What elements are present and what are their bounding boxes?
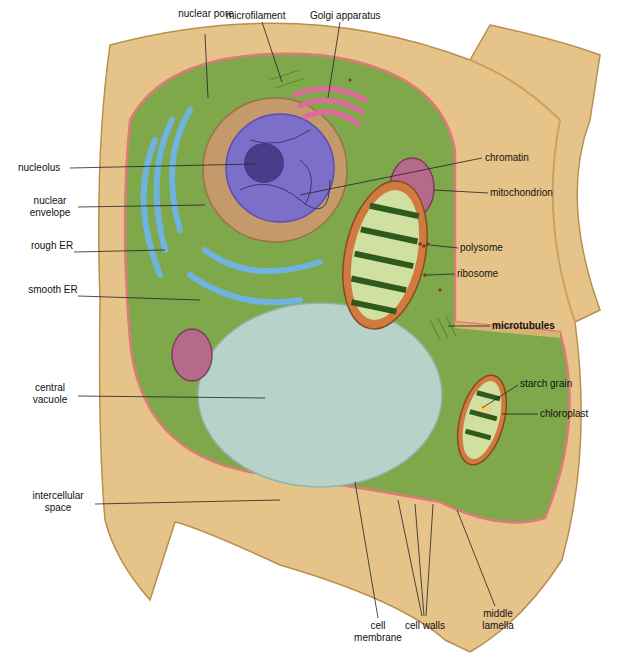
ribosome (423, 273, 427, 277)
part-label: mitochondrion (490, 187, 580, 199)
microtubule (430, 320, 440, 340)
part-label: smooth ER (28, 284, 78, 296)
mitochondrion (172, 329, 212, 381)
part-label: microfilament (226, 10, 306, 22)
nucleolus (244, 143, 284, 183)
er-cisterna (190, 275, 300, 302)
ribosome (439, 289, 442, 292)
leader-line (262, 22, 282, 82)
chloroplast-envelope (330, 173, 439, 336)
part-label: chromatin (485, 152, 565, 164)
part-label: starch grain (520, 378, 610, 390)
part-label: polysome (460, 242, 530, 254)
part-label: Golgi apparatus (310, 10, 400, 22)
part-label: cell membrane (350, 620, 406, 644)
part-label: nuclear pore (178, 8, 234, 20)
part-label: central vacuole (22, 382, 78, 406)
part-label: microtubules (492, 320, 582, 332)
thylakoids (345, 205, 424, 313)
leader-line (78, 296, 200, 300)
leader-line (426, 504, 433, 616)
chloroplast (449, 370, 515, 470)
leader-line (74, 250, 165, 252)
leader-line (415, 504, 424, 616)
leader-lines (70, 22, 538, 618)
polysome (418, 242, 422, 246)
er-cisterna (172, 110, 190, 230)
er-cisterna (205, 250, 320, 271)
cell-wall (99, 23, 600, 652)
polysome (426, 242, 430, 246)
leader-line (427, 274, 455, 275)
leader-line (78, 396, 265, 398)
part-label: cell walls (405, 620, 445, 632)
part-label: intercellular space (20, 490, 96, 514)
leader-line (328, 22, 340, 98)
stroma (455, 377, 509, 463)
microfilaments (270, 70, 456, 340)
leader-line (95, 500, 280, 504)
part-label: chloroplast (540, 408, 630, 420)
microfilament (270, 70, 300, 80)
leader-line (355, 482, 378, 618)
ribosomes (349, 79, 442, 292)
chloroplast (330, 173, 439, 336)
leader-line (78, 205, 205, 207)
ribosome (349, 79, 352, 82)
leader-line (482, 385, 518, 408)
stroma (340, 184, 430, 326)
central-vacuole (198, 303, 442, 487)
leader-line (448, 326, 490, 327)
golgi-cisterna (305, 112, 358, 124)
leader-line (502, 414, 538, 415)
part-label: ribosome (457, 268, 527, 280)
golgi-apparatus (295, 89, 365, 124)
er-cisterna (156, 120, 172, 250)
microfilament (275, 78, 305, 88)
leader-line (430, 245, 458, 248)
cytoplasm (125, 54, 570, 523)
chloroplast-envelope (449, 370, 515, 470)
chromatin (240, 130, 330, 209)
nucleus (226, 114, 334, 222)
leader-line (300, 158, 482, 195)
part-label: rough ER (30, 240, 74, 252)
part-label: nucleolus (18, 162, 78, 174)
polysome (422, 244, 426, 248)
leader-line (205, 34, 208, 98)
leader-line (70, 164, 255, 168)
part-label: middle lamella (470, 608, 526, 632)
er-cisterna (144, 140, 160, 275)
microtubule (438, 318, 448, 338)
starch-grain (478, 404, 493, 413)
nuclear-envelope (203, 98, 347, 242)
leader-line (434, 190, 488, 193)
leader-line (398, 500, 422, 616)
leader-line (457, 510, 495, 606)
part-label: nuclear envelope (22, 195, 78, 219)
